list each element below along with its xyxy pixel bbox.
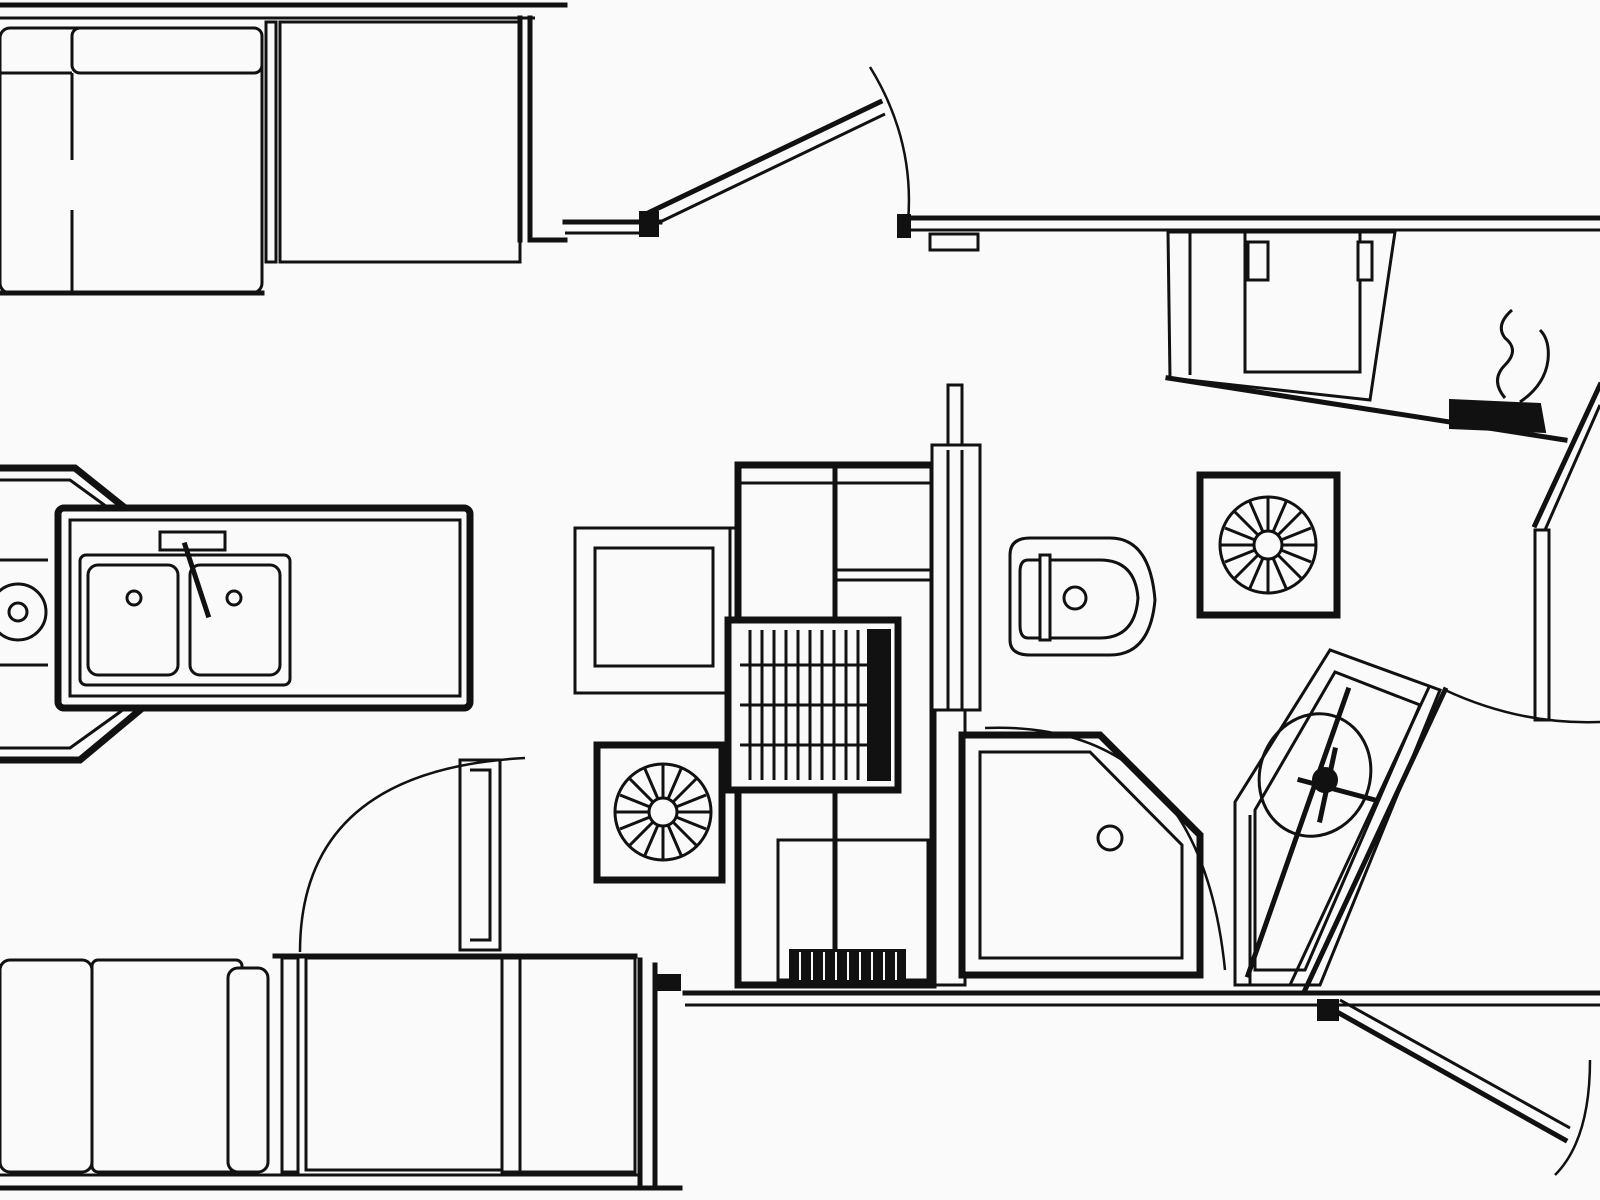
floor-drain bbox=[789, 949, 906, 983]
toilet bbox=[1008, 536, 1157, 657]
bathroom-fan bbox=[1196, 471, 1341, 619]
range-hood bbox=[593, 741, 726, 884]
hallway-door bbox=[562, 66, 911, 238]
double-sink bbox=[78, 530, 292, 687]
laundry-sink bbox=[1233, 648, 1600, 994]
upper-cabinets bbox=[0, 2, 568, 296]
corner-shower bbox=[958, 726, 1227, 979]
cooktop-area bbox=[573, 461, 937, 989]
exterior-door bbox=[1307, 990, 1600, 1176]
laundry-wall bbox=[902, 215, 1600, 722]
lower-cabinets bbox=[0, 756, 683, 1191]
kitchen-island bbox=[0, 464, 474, 764]
cooktop bbox=[724, 616, 902, 794]
